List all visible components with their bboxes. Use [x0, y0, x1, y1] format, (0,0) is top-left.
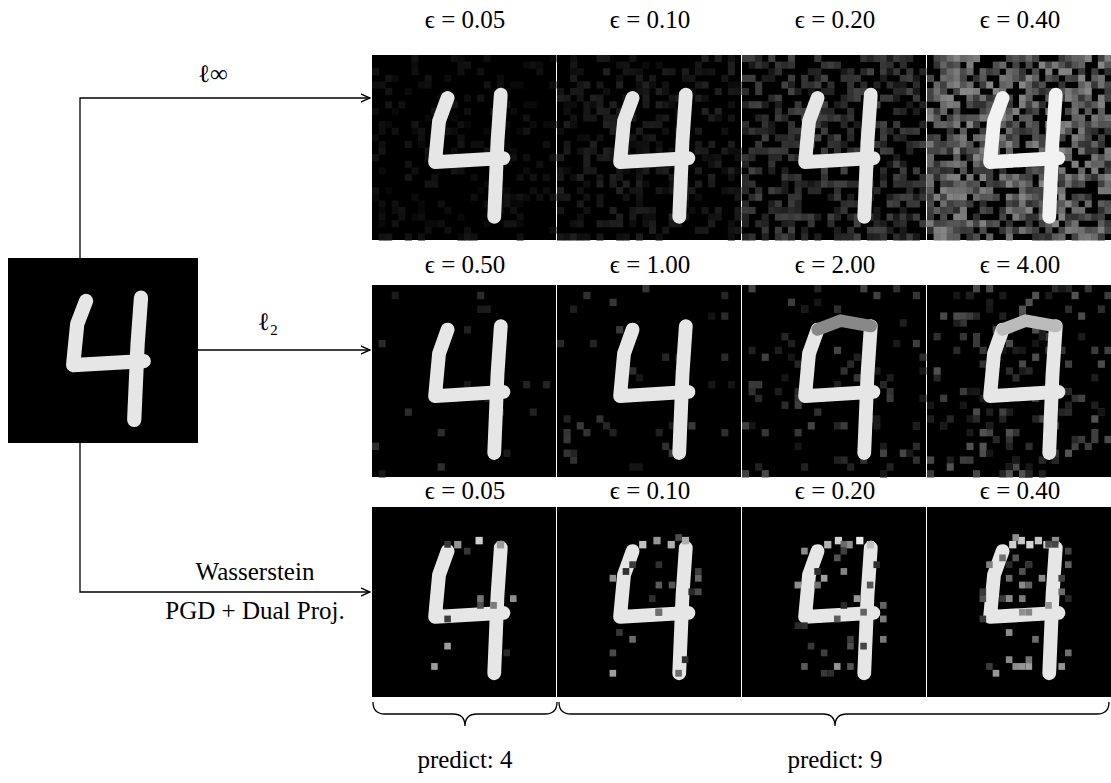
norm-label: Wasserstein [196, 558, 315, 586]
digit-image [8, 258, 198, 443]
digit-image [372, 285, 556, 478]
arrow-l2 [198, 349, 370, 350]
brace [559, 702, 1109, 726]
arrow-linf [80, 98, 370, 258]
norm-label: ℓ₂ [258, 308, 279, 336]
prediction-label: predict: 9 [787, 746, 882, 774]
prediction-label: predict: 4 [417, 746, 512, 774]
epsilon-label: ϵ = 0.10 [610, 6, 690, 34]
digit-image [557, 285, 741, 477]
digit-image [372, 507, 556, 697]
epsilon-label: ϵ = 0.20 [795, 477, 875, 505]
digit-image [742, 55, 927, 241]
method-label: PGD + Dual Proj. [165, 597, 344, 625]
brace [373, 702, 557, 726]
digit-image [557, 507, 741, 697]
digit-image [557, 55, 742, 241]
epsilon-label: ϵ = 0.05 [425, 6, 505, 34]
epsilon-label: ϵ = 0.50 [425, 251, 505, 279]
epsilon-label: ϵ = 0.40 [980, 477, 1060, 505]
epsilon-label: ϵ = 0.20 [795, 6, 875, 34]
norm-label: ℓ∞ [198, 60, 228, 88]
epsilon-label: ϵ = 0.05 [425, 477, 505, 505]
epsilon-label: ϵ = 0.40 [980, 6, 1060, 34]
digit-image [927, 55, 1111, 241]
digit-image [927, 285, 1111, 478]
epsilon-label: ϵ = 4.00 [980, 251, 1060, 279]
digit-image [372, 55, 557, 241]
epsilon-label: ϵ = 1.00 [610, 251, 690, 279]
digit-image [742, 285, 927, 478]
epsilon-label: ϵ = 2.00 [795, 251, 875, 279]
digit-image [742, 507, 926, 697]
digit-image [927, 507, 1111, 697]
epsilon-label: ϵ = 0.10 [610, 477, 690, 505]
arrow-wasserstein [80, 442, 370, 592]
